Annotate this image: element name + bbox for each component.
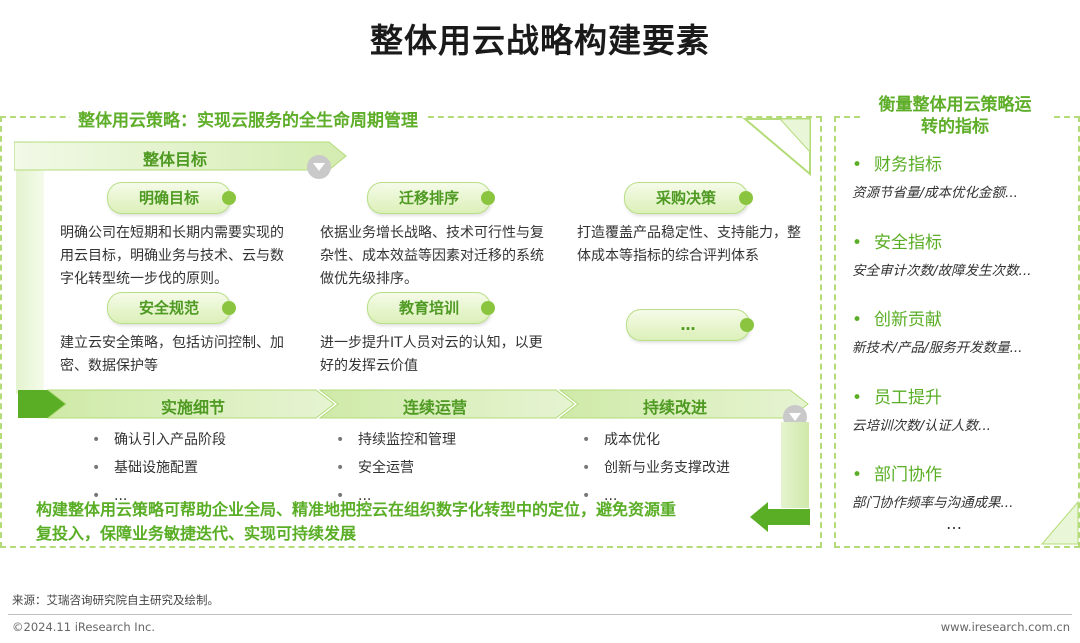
return-arrow-icon [750, 502, 810, 532]
metric-item: •财务指标 资源节省量/成本优化金额... [852, 150, 1018, 201]
step-label-improvement: 持续改进 [642, 398, 707, 417]
metric-label: •部门协作 [852, 465, 942, 485]
goal-desc-migration: 依据业务增长战略、技术可行性与复杂性、成本效益等因素对迁移的系统做优先级排序。 [320, 225, 544, 287]
bullet-list-improvement: •成本优化 •创新与业务支撑改进 •... [582, 426, 730, 510]
metric-item: •创新贡献 新技术/产品/服务开发数量... [852, 305, 1022, 356]
metrics-heading-line: 衡量整体用云策略运 [878, 95, 1032, 115]
conclusion-line: 复投入，保障业务敏捷迭代、实现可持续发展 [36, 524, 357, 543]
bullet-item: •基础设施配置 [92, 460, 198, 476]
pill-dot [481, 301, 495, 315]
metrics-ellipsis: … [946, 514, 962, 533]
metric-sub: 新技术/产品/服务开发数量... [852, 340, 1023, 356]
metric-sub: 部门协作频率与沟通成果... [852, 495, 1014, 511]
copyright-text: ©2024.11 iResearch Inc. [12, 620, 155, 634]
metric-item: •员工提升 云培训次数/认证人数... [852, 383, 991, 434]
bullet-list-operation: •持续监控和管理 •安全运营 •... [336, 426, 456, 510]
bullet-item: •... [582, 488, 618, 504]
goal-desc-procurement: 打造覆盖产品稳定性、支持能力，整体成本等指标的综合评判体系 [577, 225, 801, 264]
pill-dot [481, 191, 495, 205]
conclusion-line: 构建整体用云策略可帮助企业全局、精准地把控云在组织数字化转型中的定位，避免资源重 [36, 500, 677, 519]
corner-decoration [1040, 500, 1079, 545]
metric-item: •部门协作 部门协作频率与沟通成果... [852, 460, 1013, 511]
metric-sub: 资源节省量/成本优化金额... [852, 185, 1018, 201]
goal-banner [14, 141, 347, 171]
pill-dot [222, 191, 236, 205]
metric-sub: 安全审计次数/故障发生次数... [852, 263, 1032, 279]
right-flow-bar [781, 422, 809, 508]
goal-pill-more: … [626, 309, 750, 341]
corner-decoration [742, 118, 811, 177]
metric-label: •财务指标 [852, 155, 942, 175]
pill-dot [740, 318, 754, 332]
bullet-list-implementation: •确认引入产品阶段 •基础设施配置 •... [92, 426, 226, 510]
source-note: 来源：艾瑞咨询研究院自主研究及绘制。 [12, 593, 219, 607]
goal-desc-training: 进一步提升IT人员对云的认知，以更好的发挥云价值 [320, 335, 543, 374]
bullet-item: •安全运营 [336, 460, 414, 476]
left-flow-bar [16, 168, 44, 394]
metric-label: •创新贡献 [852, 310, 942, 330]
goal-pill-training: 教育培训 [367, 292, 491, 324]
pill-dot [739, 191, 753, 205]
conclusion-text: 构建整体用云策略可帮助企业全局、精准地把控云在组织数字化转型中的定位，避免资源重… [36, 498, 756, 546]
metric-label: •安全指标 [852, 233, 942, 253]
goal-pill-procurement: 采购决策 [624, 182, 748, 214]
metrics-heading: 衡量整体用云策略运 转的指标 [860, 94, 1050, 138]
goal-label: 整体目标 [142, 150, 207, 169]
step-label-implementation: 实施细节 [160, 398, 225, 417]
pill-dot [222, 301, 236, 315]
website-text: www.iresearch.com.cn [940, 620, 1070, 634]
footer-divider [8, 614, 1072, 615]
bullet-item: •成本优化 [582, 432, 660, 448]
bullet-item: •持续监控和管理 [336, 432, 456, 448]
step-label-operation: 连续运营 [402, 398, 467, 417]
goal-pill-migration: 迁移排序 [367, 182, 491, 214]
strategy-heading: 整体用云策略：实现云服务的全生命周期管理 [70, 106, 426, 131]
metric-label: •员工提升 [852, 388, 942, 408]
metric-sub: 云培训次数/认证人数... [852, 418, 991, 434]
bullet-item: •... [336, 488, 372, 504]
metrics-heading-line: 转的指标 [921, 117, 989, 137]
goal-pill-security: 安全规范 [107, 292, 231, 324]
down-arrow-icon [307, 155, 331, 179]
bullet-item: •创新与业务支撑改进 [582, 460, 730, 476]
bullet-item: •确认引入产品阶段 [92, 432, 226, 448]
goal-pill-clear-target: 明确目标 [107, 182, 231, 214]
metric-item: •安全指标 安全审计次数/故障发生次数... [852, 228, 1031, 279]
goal-desc-security: 建立云安全策略，包括访问控制、加密、数据保护等 [60, 335, 284, 374]
page-title: 整体用云战略构建要素 [370, 21, 710, 60]
bullet-item: •... [92, 488, 128, 504]
goal-desc-clear-target: 明确公司在短期和长期内需要实现的用云目标，明确业务与技术、云与数字化转型统一步伐… [60, 225, 284, 287]
